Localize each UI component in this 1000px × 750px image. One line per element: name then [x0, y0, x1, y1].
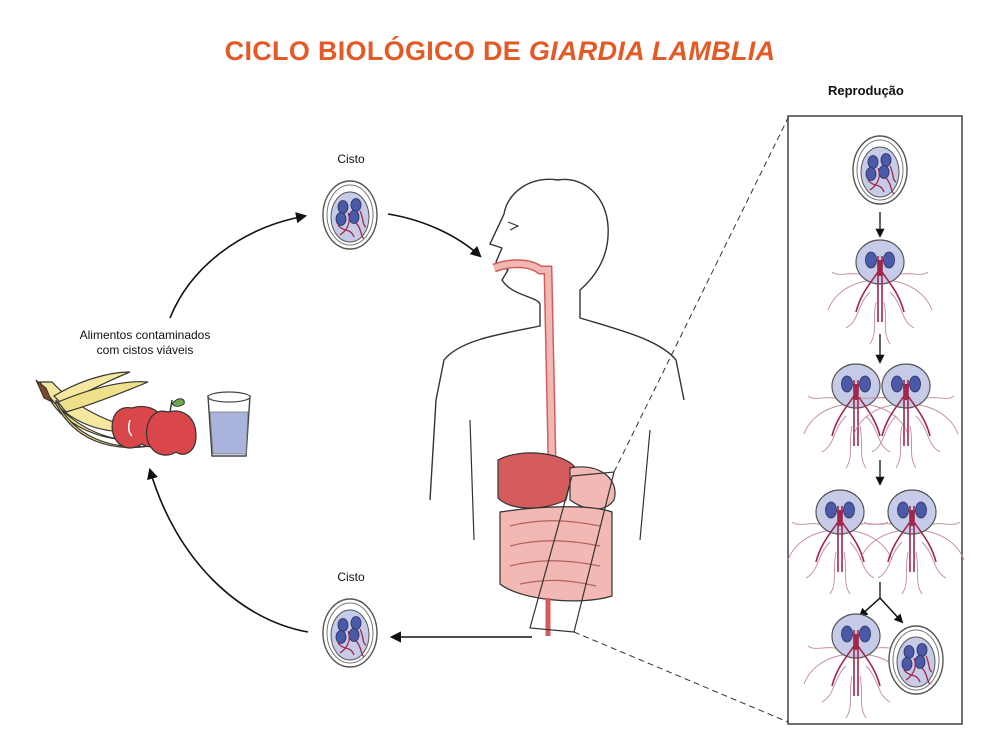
- reproduction-label: Reprodução: [828, 83, 904, 98]
- bananas-illustration: [35, 371, 151, 449]
- cyst-top-label: Cisto: [337, 152, 365, 166]
- reproduction-encystation-stage: [888, 625, 944, 695]
- food-label: Alimentos contaminados com cistos viávei…: [60, 328, 230, 358]
- human-silhouette: [429, 178, 685, 541]
- reproduction-cyst-stage: [852, 135, 908, 205]
- cyst-bottom-illustration: [322, 598, 378, 668]
- intestine-illustration: [499, 506, 613, 602]
- apples-illustration: [111, 398, 197, 456]
- arrow-cyst-to-food: [147, 467, 309, 633]
- zoom-line-top: [613, 117, 789, 473]
- cyst-bottom-label: Cisto: [337, 570, 365, 584]
- cyst-top-illustration: [322, 180, 378, 250]
- water-glass-illustration: [207, 391, 251, 457]
- food-label-line2: com cistos viáveis: [96, 343, 194, 357]
- food-label-line1: Alimentos contaminados: [79, 328, 211, 342]
- liver-illustration: [497, 452, 575, 509]
- arrow-food-to-cyst: [169, 212, 308, 319]
- title-species-text: GIARDIA LAMBLIA: [528, 36, 776, 66]
- zoom-line-bottom: [573, 631, 789, 723]
- stomach-illustration: [569, 466, 616, 510]
- arrow-cyst-to-mouth: [387, 213, 482, 258]
- diagram-title: CICLO BIOLÓGICO DE GIARDIA LAMBLIA: [0, 36, 1000, 67]
- title-main-text: CICLO BIOLÓGICO DE: [224, 36, 529, 66]
- digestive-tract: [492, 259, 616, 636]
